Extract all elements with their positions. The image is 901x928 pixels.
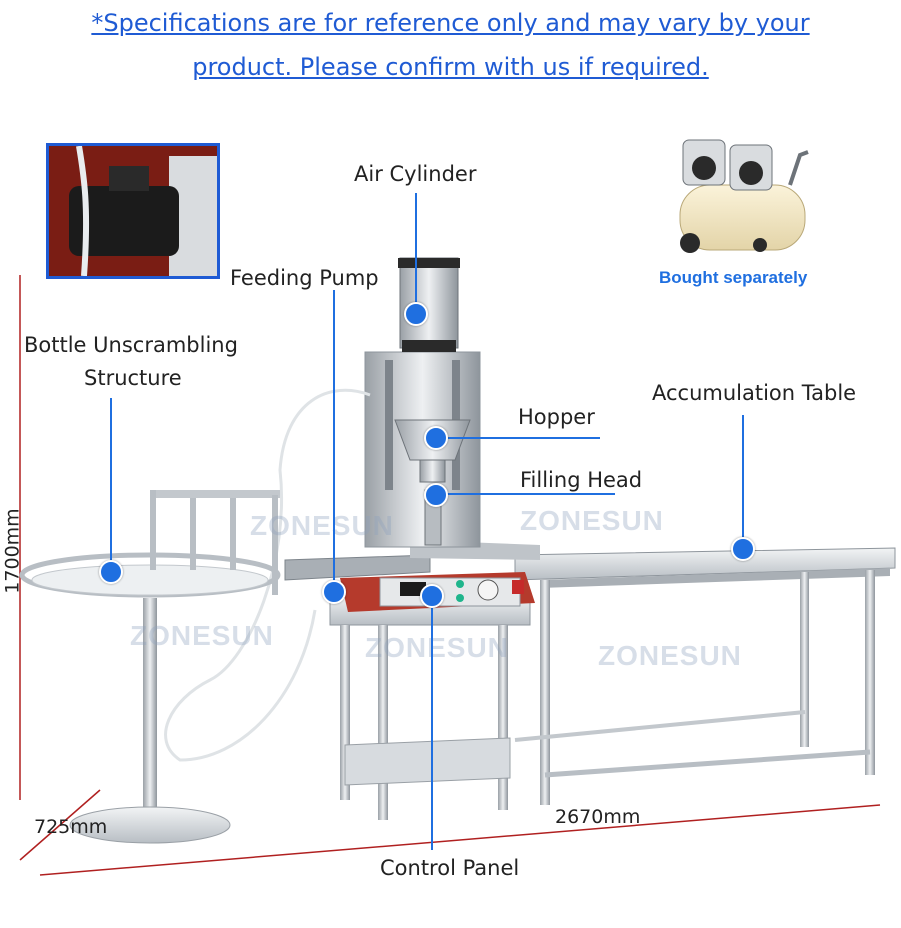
bottle-unscrambling-label-line2: Structure bbox=[84, 366, 182, 390]
filling-head-leader bbox=[435, 493, 615, 495]
hopper-label: Hopper bbox=[518, 405, 595, 429]
depth-dimension-line bbox=[19, 789, 101, 861]
filling-head-label: Filling Head bbox=[520, 468, 643, 492]
feeding-pump-marker bbox=[322, 580, 346, 604]
unscrambling-leader bbox=[110, 398, 112, 570]
hopper-marker bbox=[424, 426, 448, 450]
watermark: ZONESUN bbox=[598, 640, 742, 671]
feeding-pump-label: Feeding Pump bbox=[230, 266, 379, 290]
watermark: ZONESUN bbox=[130, 620, 274, 651]
bottle-unscrambling-label-line1: Bottle Unscrambling bbox=[24, 333, 238, 357]
feeding-tube bbox=[164, 388, 371, 762]
watermark: ZONESUN bbox=[520, 505, 664, 536]
control-panel-label: Control Panel bbox=[380, 856, 520, 880]
air-cylinder-leader bbox=[415, 193, 417, 313]
bought-separately-note: Bought separately bbox=[659, 268, 808, 287]
control-panel-leader bbox=[431, 595, 433, 850]
control-panel-marker bbox=[420, 584, 444, 608]
watermark: ZONESUN bbox=[365, 632, 509, 663]
filling-column bbox=[364, 257, 481, 548]
accumulation-table-leader bbox=[742, 415, 744, 545]
machine-stand bbox=[329, 594, 531, 820]
air-cylinder-label: Air Cylinder bbox=[354, 162, 477, 186]
hopper-leader bbox=[435, 437, 600, 439]
length-dimension: 2670mm bbox=[555, 806, 641, 828]
feeding-pump-inset-photo bbox=[46, 143, 220, 279]
notice-line-1: *Specifications are for reference only a… bbox=[91, 9, 810, 37]
watermark: ZONESUN bbox=[250, 510, 394, 541]
length-dimension-line bbox=[39, 804, 881, 876]
depth-dimension: 725mm bbox=[34, 816, 108, 838]
accumulation-table-label: Accumulation Table bbox=[652, 381, 857, 405]
notice-line-2: product. Please confirm with us if requi… bbox=[192, 53, 709, 81]
air-cylinder-marker bbox=[404, 302, 428, 326]
unscrambling-turntable bbox=[19, 490, 281, 844]
filling-head-marker bbox=[424, 483, 448, 507]
accumulation-table-marker bbox=[731, 537, 755, 561]
air-compressor bbox=[679, 139, 809, 253]
feeding-pump-leader bbox=[333, 290, 335, 590]
accumulation-table bbox=[514, 547, 896, 805]
unscrambling-marker bbox=[99, 560, 123, 584]
height-dimension: 1700mm bbox=[1, 508, 24, 594]
